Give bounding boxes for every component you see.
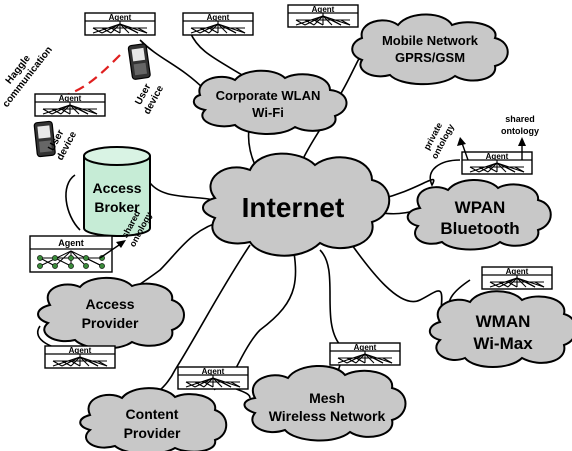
- mobile-network-label-line1: Mobile Network: [382, 33, 479, 48]
- agent-label: Agent: [69, 346, 92, 355]
- agent-label: Agent: [58, 238, 84, 248]
- corporate-wlan-cloud: [192, 69, 348, 135]
- mesh-label-line1: Mesh: [309, 390, 345, 406]
- content-provider-cloud: [79, 387, 228, 451]
- agent-label: Agent: [312, 5, 335, 14]
- access-provider-cloud: [37, 276, 185, 350]
- corporate-wlan-label-line1: Corporate WLAN: [216, 88, 321, 103]
- access-broker-database: Access Broker: [83, 146, 151, 237]
- corporate-wlan-label-line2: Wi-Fi: [252, 105, 284, 120]
- agent-box-wman: Agent: [481, 266, 553, 290]
- access-provider-label-line2: Provider: [82, 315, 139, 331]
- agent-box-user-device: Agent: [34, 93, 106, 117]
- agent-label: Agent: [354, 343, 377, 352]
- wman-label-line2: Wi-Max: [473, 334, 533, 353]
- access-broker-label-line2: Broker: [94, 199, 140, 215]
- content-provider-label-line2: Provider: [124, 425, 181, 441]
- shared-ontology-arrow-wpan: [518, 137, 526, 160]
- shared-ontology-arrow-broker: [99, 240, 126, 259]
- agent-box-corporate: Agent: [182, 12, 254, 36]
- wpan-cloud: [406, 179, 552, 251]
- wman-cloud: [428, 290, 572, 368]
- mobile-network-cloud: [351, 13, 509, 86]
- agent-box-access-provider: Agent: [44, 345, 116, 369]
- agent-box-mobile: Agent: [287, 4, 359, 28]
- agent-box-top-left: Agent: [84, 12, 156, 36]
- shared-ontology-wpan-label-line2: ontology: [501, 126, 539, 136]
- content-provider-label-line1: Content: [126, 406, 179, 422]
- agent-box-content-provider: Agent: [177, 366, 249, 390]
- mobile-network-label-line2: GPRS/GSM: [395, 50, 465, 65]
- agent-label: Agent: [506, 267, 529, 276]
- wpan-label-line1: WPAN: [455, 198, 506, 217]
- agent-label: Agent: [59, 94, 82, 103]
- mesh-label-line2: Wireless Network: [269, 408, 386, 424]
- user-device-phone-icon: [33, 120, 56, 158]
- agent-label: Agent: [207, 13, 230, 22]
- agent-box-mesh: Agent: [329, 342, 401, 366]
- agent-label: Agent: [486, 152, 509, 161]
- agent-label: Agent: [202, 367, 225, 376]
- access-provider-label-line1: Access: [85, 296, 134, 312]
- user-device-phone-icon: [127, 43, 151, 80]
- agent-label: Agent: [109, 13, 132, 22]
- private-ontology-arrow: [457, 137, 469, 161]
- agent-box-wpan: Agent: [461, 151, 533, 175]
- mesh-cloud: [243, 364, 407, 442]
- haggle-link: [59, 54, 121, 99]
- internet-cloud: [202, 152, 391, 257]
- shared-ontology-wpan-label-line1: shared: [505, 114, 535, 124]
- wman-label-line1: WMAN: [476, 312, 531, 331]
- access-broker-label-line1: Access: [92, 180, 141, 196]
- agent-box-broker: Agent: [29, 235, 113, 273]
- internet-label: Internet: [242, 192, 345, 223]
- wpan-label-line2: Bluetooth: [440, 219, 519, 238]
